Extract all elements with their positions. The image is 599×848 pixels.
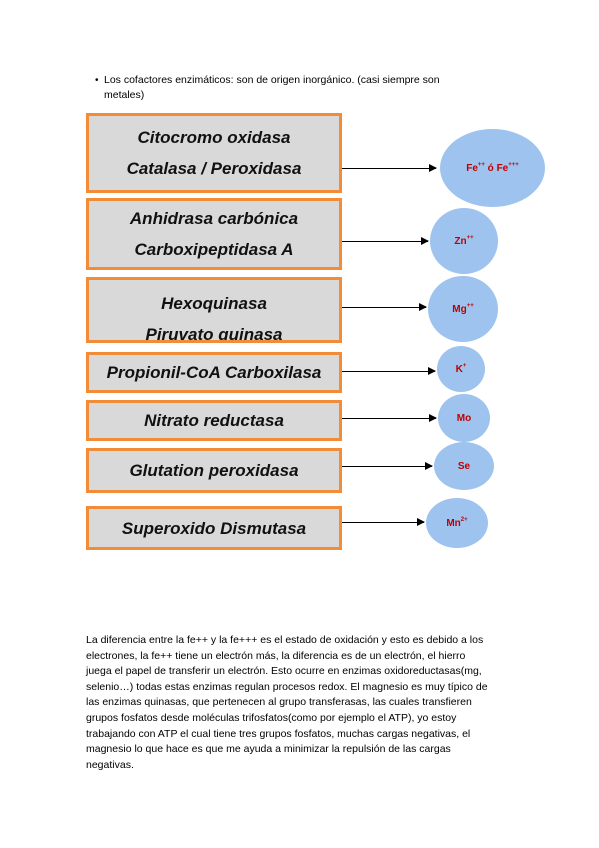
- bullet-symbol: •: [95, 75, 99, 86]
- cofactor-circle-zn: Zn++: [430, 208, 498, 274]
- arrow-connector: [342, 164, 437, 172]
- paragraph-line: electrones, la fe++ tiene un electrón má…: [86, 649, 466, 662]
- body-paragraph: La diferencia entre la fe++ y la fe+++ e…: [86, 633, 506, 773]
- enzyme-name: Propionil-CoA Carboxilasa: [106, 363, 322, 382]
- bullet-text-line-2: metales): [104, 89, 145, 101]
- paragraph-line: juega el papel de transferir un electrón…: [86, 665, 482, 678]
- enzyme-box-hexoquinasa: Hexoquinasa Piruvato quinasa: [86, 277, 342, 343]
- cofactor-circle-mo: Mo: [438, 394, 490, 442]
- cofactor-label: Zn++: [454, 234, 474, 247]
- cofactor-label: Fe++ ó Fe+++: [466, 161, 519, 174]
- bullet-text-line-1: Los cofactores enzimáticos: son de orige…: [104, 74, 440, 86]
- enzyme-box-anhidrasa: Anhidrasa carbónica Carboxipeptidasa A: [86, 198, 342, 270]
- enzyme-name: Superoxido Dismutasa: [121, 518, 307, 538]
- enzyme-name: Carboxipeptidasa A: [134, 240, 294, 259]
- enzyme-box-nitrato: Nitrato reductasa: [86, 400, 342, 441]
- cofactor-circle-fe: Fe++ ó Fe+++: [440, 129, 545, 207]
- cofactor-label: Mn2+: [446, 516, 468, 529]
- paragraph-line: La diferencia entre la fe++ y la fe+++ e…: [86, 634, 484, 646]
- arrow-connector: [342, 367, 436, 375]
- arrow-connector: [342, 303, 427, 311]
- enzyme-box-glutation: Glutation peroxidasa: [86, 448, 342, 493]
- cofactor-circle-mg: Mg++: [428, 276, 498, 342]
- arrow-connector: [342, 237, 429, 245]
- enzyme-name: Piruvato quinasa: [145, 325, 283, 343]
- paragraph-line: las enzimas quinasas, que pertenecen al …: [86, 696, 472, 709]
- arrow-connector: [342, 462, 433, 470]
- enzyme-name: Anhidrasa carbónica: [129, 209, 299, 228]
- paragraph-line: trabajando con ATP el cual tiene tres gr…: [86, 727, 471, 740]
- paragraph-line: selenio…) todas estas enzimas regulan pr…: [86, 680, 488, 693]
- enzyme-name: Nitrato reductasa: [144, 411, 284, 430]
- enzyme-name: Citocromo oxidasa: [137, 128, 291, 147]
- enzyme-name: Hexoquinasa: [161, 294, 267, 313]
- cofactor-label: Se: [457, 460, 471, 472]
- bullet-item: • Los cofactores enzimáticos: son de ori…: [95, 73, 494, 103]
- enzyme-name: Glutation peroxidasa: [129, 461, 299, 480]
- enzyme-box-superoxido: Superoxido Dismutasa: [86, 506, 342, 550]
- cofactor-circle-se: Se: [434, 442, 494, 490]
- enzyme-box-propionil: Propionil-CoA Carboxilasa: [86, 352, 342, 393]
- cofactor-label: Mg++: [452, 302, 474, 315]
- cofactor-circle-mn: Mn2+: [426, 498, 488, 548]
- enzyme-name: Catalasa / Peroxidasa: [126, 159, 302, 178]
- paragraph-line: grupos fosfatos desde moléculas trifosfa…: [86, 711, 457, 724]
- cofactor-label: Mo: [456, 412, 472, 424]
- arrow-connector: [342, 414, 437, 422]
- cofactor-circle-k: K+: [437, 346, 485, 392]
- paragraph-line: magnesio lo que hace es que me ayuda a m…: [86, 743, 451, 756]
- paragraph-line: negativas.: [86, 758, 134, 771]
- arrow-connector: [342, 518, 425, 526]
- cofactor-label: K+: [455, 362, 467, 375]
- enzyme-box-citocromo: Citocromo oxidasa Catalasa / Peroxidasa: [86, 113, 342, 193]
